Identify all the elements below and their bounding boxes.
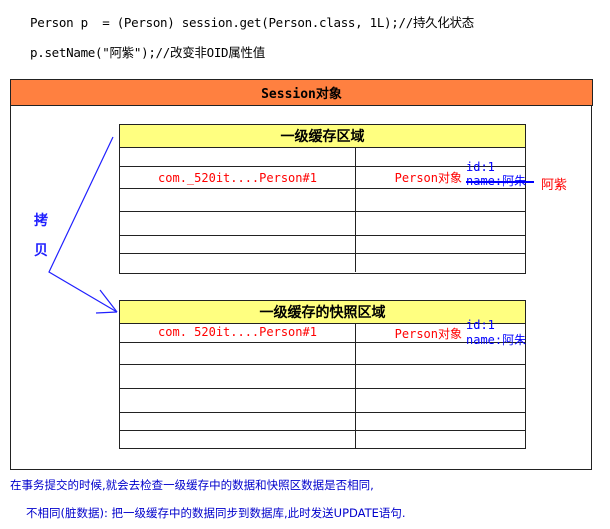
note-dirty-data: 不相同(脏数据): 把一级缓存中的数据同步到数据库,此时发送UPDATE语句. bbox=[26, 506, 406, 520]
code-line-get: Person p = (Person) session.get(Person.c… bbox=[30, 15, 474, 30]
snapshot-area-table: 一级缓存的快照区域 com. 520it....Person#1 Person对… bbox=[119, 300, 526, 449]
note-commit-check: 在事务提交的时候,就会去检查一级缓存中的数据和快照区数据是否相同, bbox=[10, 478, 374, 492]
table-row bbox=[120, 189, 525, 212]
snapshot-value: Person对象 bbox=[394, 327, 462, 341]
table-row bbox=[120, 389, 525, 413]
table-row bbox=[120, 212, 525, 236]
table-row bbox=[120, 236, 525, 254]
table-row bbox=[120, 343, 525, 365]
table-row bbox=[120, 431, 525, 449]
session-title: Session对象 bbox=[261, 87, 342, 102]
snapshot-key: com. 520it....Person#1 bbox=[158, 325, 317, 339]
table-row: com._520it....Person#1 Person对象 bbox=[120, 167, 525, 189]
snapshot-area-title: 一级缓存的快照区域 bbox=[120, 301, 525, 324]
cache-id-annotation: id:1 bbox=[466, 160, 495, 174]
snapshot-name-annotation: name:阿朱 bbox=[466, 333, 527, 347]
copy-label-1: 拷 bbox=[34, 213, 48, 229]
cache-name-annotation-new: 阿紫 bbox=[541, 178, 568, 193]
first-level-cache-title: 一级缓存区域 bbox=[120, 125, 525, 148]
snapshot-id-annotation: id:1 bbox=[466, 318, 495, 332]
table-row bbox=[120, 254, 525, 272]
table-row bbox=[120, 148, 525, 167]
table-row bbox=[120, 365, 525, 389]
strikethrough-line bbox=[466, 181, 534, 183]
table-row bbox=[120, 413, 525, 431]
copy-label-2: 贝 bbox=[34, 243, 48, 259]
cache-key: com._520it....Person#1 bbox=[158, 170, 317, 185]
cache-value: Person对象 bbox=[394, 171, 462, 185]
session-header: Session对象 bbox=[10, 79, 593, 106]
table-row: com. 520it....Person#1 Person对象 bbox=[120, 324, 525, 343]
first-level-cache-table: 一级缓存区域 com._520it....Person#1 Person对象 bbox=[119, 124, 526, 274]
code-line-setname: p.setName("阿紫");//改变非OID属性值 bbox=[30, 45, 265, 60]
